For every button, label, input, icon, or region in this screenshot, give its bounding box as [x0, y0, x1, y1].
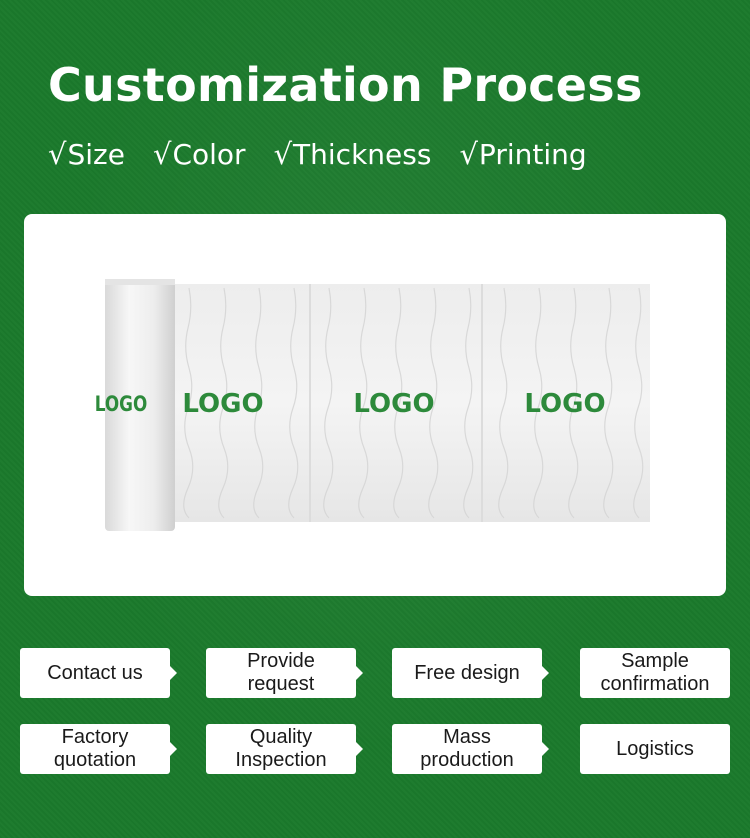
roll-logo: LOGO [94, 392, 148, 416]
page-title: Customization Process [48, 58, 643, 112]
sheet-logo-1: LOGO [182, 389, 264, 419]
feature-label: Size [67, 137, 125, 171]
feature-label: Printing [478, 137, 587, 171]
feature-list: √ Size √ Color √ Thickness √ Printing [48, 134, 587, 174]
sheet-logo-2: LOGO [353, 389, 435, 419]
step-free-design: Free design [392, 648, 549, 698]
product-panel: LOGO LOGO LOGO LOGO [24, 214, 726, 596]
feature-color: √ Color [153, 137, 246, 171]
step-logistics: Logistics [580, 724, 730, 774]
feature-printing: √ Printing [459, 137, 586, 171]
step-contact-us: Contact us [20, 648, 177, 698]
feature-label: Thickness [293, 137, 432, 171]
sheet-logo-3: LOGO [524, 389, 606, 419]
film-sheet [174, 284, 650, 522]
product-illustration [105, 279, 650, 531]
check-icon: √ [459, 137, 478, 171]
film-roll [105, 279, 175, 531]
feature-thickness: √ Thickness [274, 137, 432, 171]
roll-edge [105, 279, 175, 285]
check-icon: √ [152, 137, 172, 171]
check-icon: √ [273, 137, 293, 171]
check-icon: √ [48, 137, 67, 171]
sheet-texture [183, 287, 644, 519]
feature-label: Color [172, 137, 246, 171]
feature-size: √ Size [48, 137, 125, 171]
